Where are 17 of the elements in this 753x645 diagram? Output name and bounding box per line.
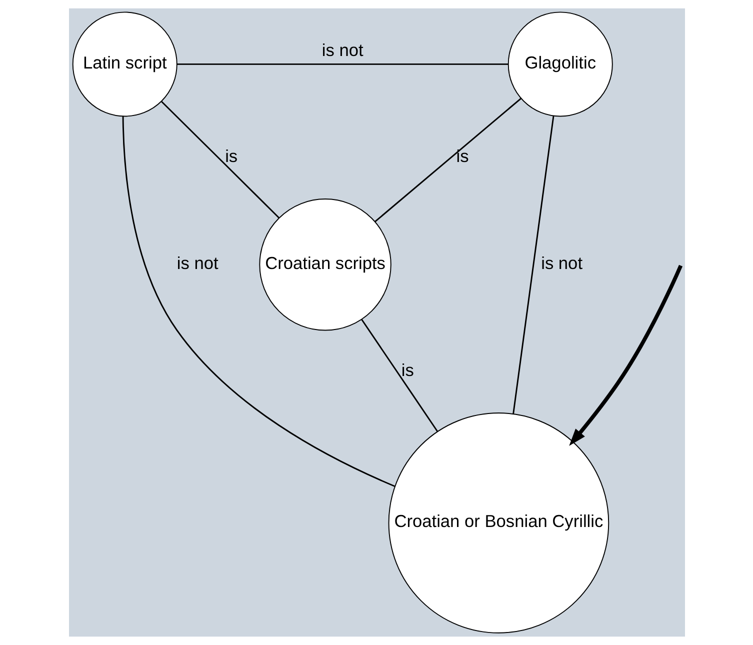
node-circle: Croatian scripts	[258, 198, 391, 331]
edge-label: is not	[176, 252, 218, 273]
edge-label: is not	[540, 252, 582, 273]
node-circle: Croatian or Bosnian Cyrillic	[388, 412, 609, 634]
connector	[512, 116, 554, 414]
edge-label: is	[400, 360, 414, 380]
edge-label: is	[224, 146, 238, 166]
arrow	[568, 264, 682, 446]
connector	[360, 318, 438, 432]
edge-label: is	[456, 146, 468, 166]
connector	[374, 98, 521, 222]
connector	[160, 101, 279, 218]
node-circle: Latin script	[72, 12, 177, 117]
node-circle: Glagolitic	[507, 12, 612, 117]
connector	[122, 116, 395, 488]
edge-label: is not	[321, 40, 363, 60]
connector	[176, 63, 508, 65]
